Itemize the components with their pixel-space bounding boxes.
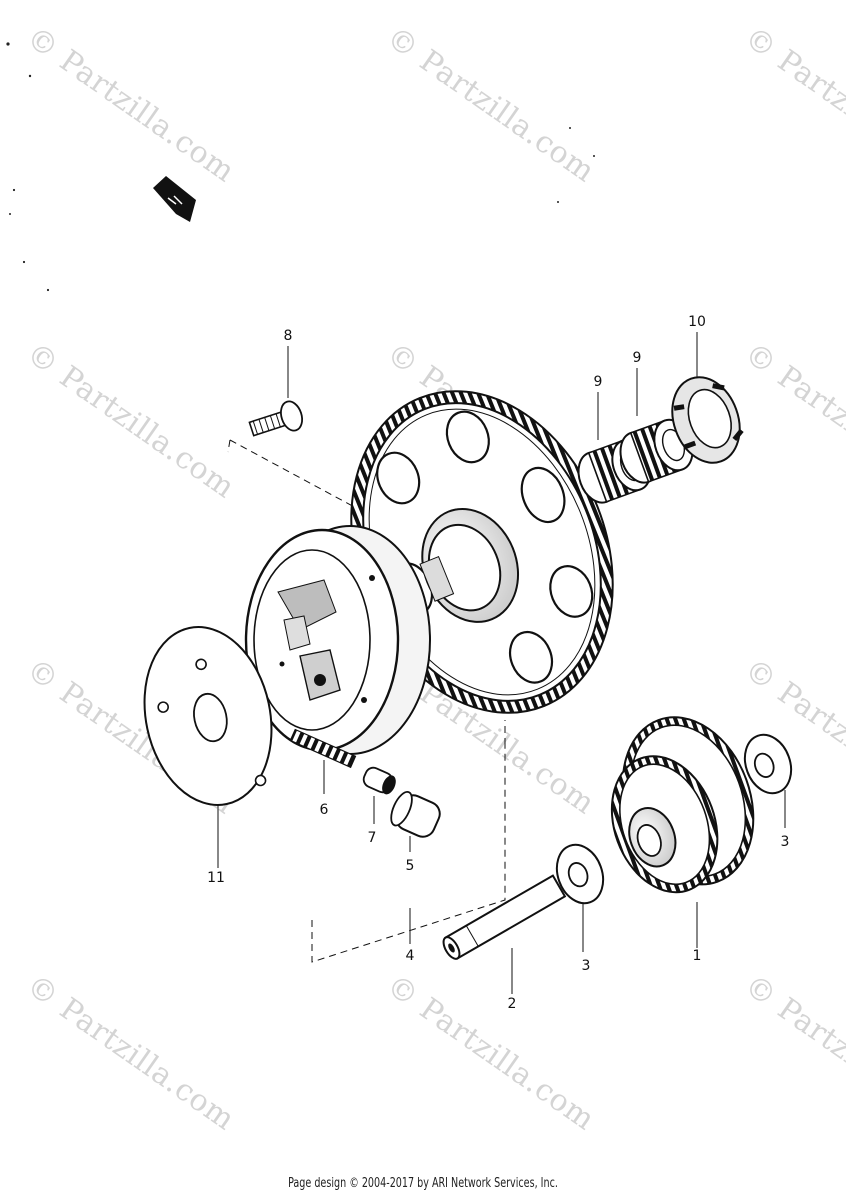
callout-labels: 8 10 9 9 6 7 5 11 4 2 3 3 1 <box>207 314 789 1012</box>
callout-label: 5 <box>406 858 415 874</box>
front-arrow-icon <box>153 176 196 222</box>
callout-label: 9 <box>594 374 603 390</box>
callout-label: 3 <box>582 958 591 974</box>
callout-label: 9 <box>633 350 642 366</box>
callout-label: 6 <box>320 802 329 818</box>
callout-label: 1 <box>693 948 702 964</box>
clutch-housing <box>244 525 431 755</box>
callout-label: 2 <box>508 996 517 1012</box>
page-footer: Page design © 2004-2017 by ARI Network S… <box>288 1176 558 1191</box>
needle-bearing <box>619 418 694 484</box>
roller <box>390 791 441 838</box>
thrust-washer <box>671 376 744 464</box>
washer <box>743 733 793 795</box>
callout-label: 8 <box>284 328 293 344</box>
callout-label: 4 <box>406 948 415 964</box>
callout-label: 3 <box>781 834 790 850</box>
callout-label: 10 <box>688 314 706 330</box>
spring <box>289 728 357 769</box>
idler-gear <box>610 716 755 894</box>
scan-specks <box>6 42 595 292</box>
spring-cap <box>362 766 396 795</box>
clutch-plate <box>143 626 273 806</box>
idler-shaft <box>442 874 567 960</box>
callout-label: 11 <box>207 870 225 886</box>
callout-label: 7 <box>368 830 377 846</box>
leader-lines <box>227 439 506 963</box>
washer <box>555 843 605 905</box>
bolt <box>248 400 304 437</box>
